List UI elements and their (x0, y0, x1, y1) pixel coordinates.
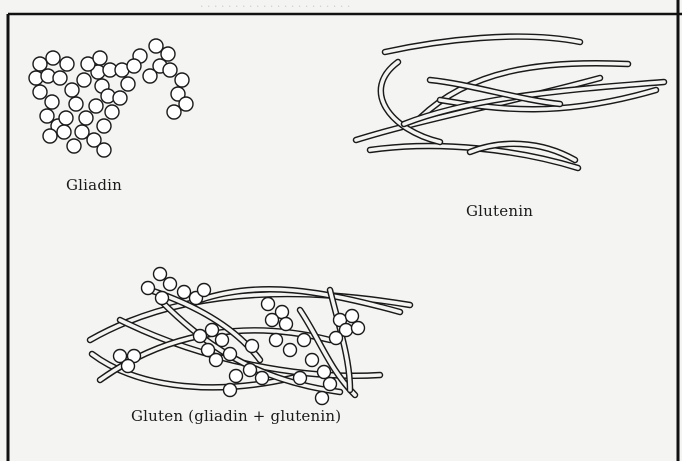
gliadin-bead (33, 85, 47, 99)
gluten-bead (294, 372, 307, 385)
gluten-bead (246, 340, 259, 353)
gliadin-bead (161, 47, 175, 61)
gliadin-bead (149, 39, 163, 53)
gliadin-bead (105, 105, 119, 119)
gliadin-label: Gliadin (66, 176, 122, 194)
gluten-bead (306, 354, 319, 367)
gluten-label: Gluten (gliadin + glutenin) (131, 407, 341, 425)
gluten-bead (224, 348, 237, 361)
gluten-bead (270, 334, 283, 347)
gliadin-bead (121, 77, 135, 91)
gluten-bead (178, 286, 191, 299)
gliadin-bead (40, 109, 54, 123)
gluten-bead (284, 344, 297, 357)
gliadin-bead (33, 57, 47, 71)
gluten-bead (346, 310, 359, 323)
gluten-bead (230, 370, 243, 383)
gluten-bead (122, 360, 135, 373)
gluten-bead (244, 364, 257, 377)
bleed-through-text: · · · · · · · · · · · · · · · · · · · · … (200, 0, 350, 13)
gliadin-bead (97, 143, 111, 157)
gluten-bead (216, 334, 229, 347)
gluten-bead (194, 330, 207, 343)
gliadin-bead (163, 63, 177, 77)
glutenin-fibers (356, 37, 664, 168)
gluten-bead (280, 318, 293, 331)
gluten-bead (210, 354, 223, 367)
gluten-bead (298, 334, 311, 347)
gliadin-bead (57, 125, 71, 139)
gliadin-bead (167, 105, 181, 119)
gluten-bead (156, 292, 169, 305)
gliadin-bead (65, 83, 79, 97)
gliadin-bead (60, 57, 74, 71)
gluten-bead (206, 324, 219, 337)
gliadin-bead (79, 111, 93, 125)
gliadin-bead (127, 59, 141, 73)
gliadin-bead (143, 69, 157, 83)
gluten-bead (164, 278, 177, 291)
gluten-bead (154, 268, 167, 281)
gliadin-bead (75, 125, 89, 139)
gliadin-bead (67, 139, 81, 153)
gliadin-bead (89, 99, 103, 113)
gliadin-bead (59, 111, 73, 125)
gliadin-bead (53, 71, 67, 85)
gliadin-bead (69, 97, 83, 111)
gluten-bead (142, 282, 155, 295)
gliadin-bead (97, 119, 111, 133)
gliadin-bead (179, 97, 193, 111)
gluten-bead (316, 392, 329, 405)
gliadin-bead (43, 129, 57, 143)
gliadin-bead (113, 91, 127, 105)
gluten-bead (352, 322, 365, 335)
gluten-bead (266, 314, 279, 327)
gliadin-bead (77, 73, 91, 87)
gliadin-bead (46, 51, 60, 65)
gluten-bead (224, 384, 237, 397)
gliadin-bead (45, 95, 59, 109)
gluten-bead (330, 332, 343, 345)
gliadin-molecule (29, 39, 193, 157)
glutenin-strand (385, 37, 580, 52)
gluten-bead (256, 372, 269, 385)
gliadin-bead (175, 73, 189, 87)
gluten-bead (318, 366, 331, 379)
glutenin-label: Glutenin (466, 202, 533, 220)
gluten-bead (198, 284, 211, 297)
gliadin-bead (93, 51, 107, 65)
gluten-bead (324, 378, 337, 391)
gluten-bead (262, 298, 275, 311)
